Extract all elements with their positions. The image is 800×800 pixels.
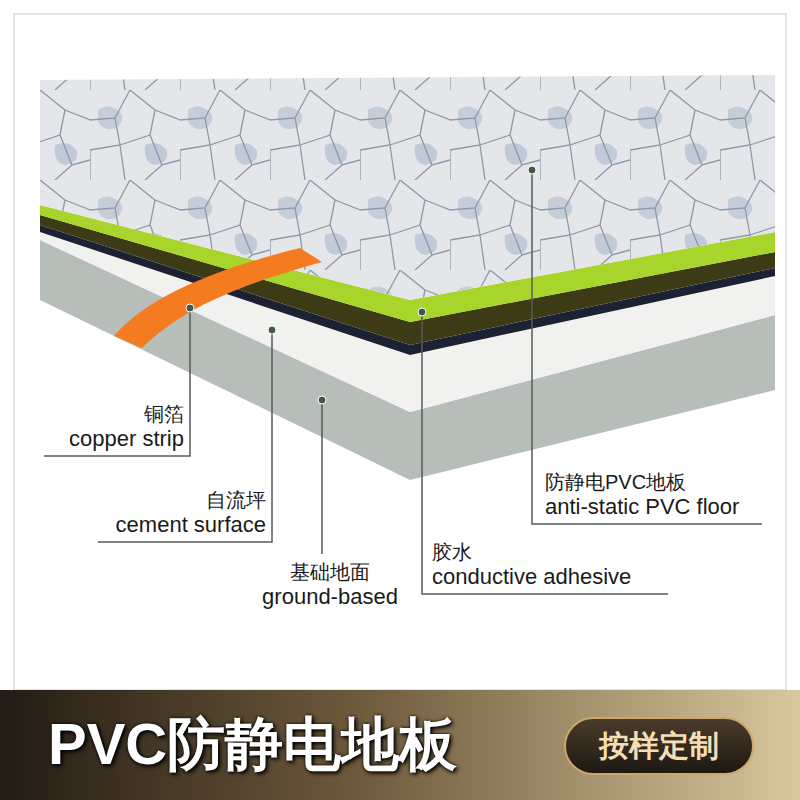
leader-dot <box>318 396 326 404</box>
leader-line <box>44 308 190 456</box>
chinese-label: 基础地面 <box>262 560 398 584</box>
leader-dot <box>268 326 276 334</box>
callout-label: 基础地面ground-based <box>262 560 398 610</box>
leader-dot <box>528 166 536 174</box>
chinese-label: 铜箔 <box>69 402 184 426</box>
chinese-label: 自流坪 <box>116 488 266 512</box>
pvc-surface <box>40 75 775 300</box>
leader-line <box>532 170 762 524</box>
english-label: conductive adhesive <box>432 564 631 590</box>
english-label: ground-based <box>262 584 398 610</box>
chinese-label: 胶水 <box>432 540 631 564</box>
english-label: anti-static PVC floor <box>545 494 739 520</box>
frame <box>14 14 786 690</box>
callout-label: 胶水conductive adhesive <box>432 540 631 590</box>
callout-label: 铜箔copper strip <box>69 402 184 452</box>
callout-label: 防静电PVC地板anti-static PVC floor <box>545 470 739 520</box>
leader-line <box>422 312 668 594</box>
leader-dot <box>186 304 194 312</box>
leader-line <box>321 400 323 554</box>
banner-title: PVC防静电地板 <box>48 706 457 782</box>
chinese-label: 防静电PVC地板 <box>545 470 739 494</box>
pill-text: 按样定制 <box>599 726 719 767</box>
custom-pill: 按样定制 <box>564 717 754 775</box>
english-label: cement surface <box>116 512 266 538</box>
bottom-band <box>0 690 800 800</box>
leader-dot <box>418 308 426 316</box>
english-label: copper strip <box>69 426 184 452</box>
callout-label: 自流坪cement surface <box>116 488 266 538</box>
copper-strip <box>114 248 322 348</box>
